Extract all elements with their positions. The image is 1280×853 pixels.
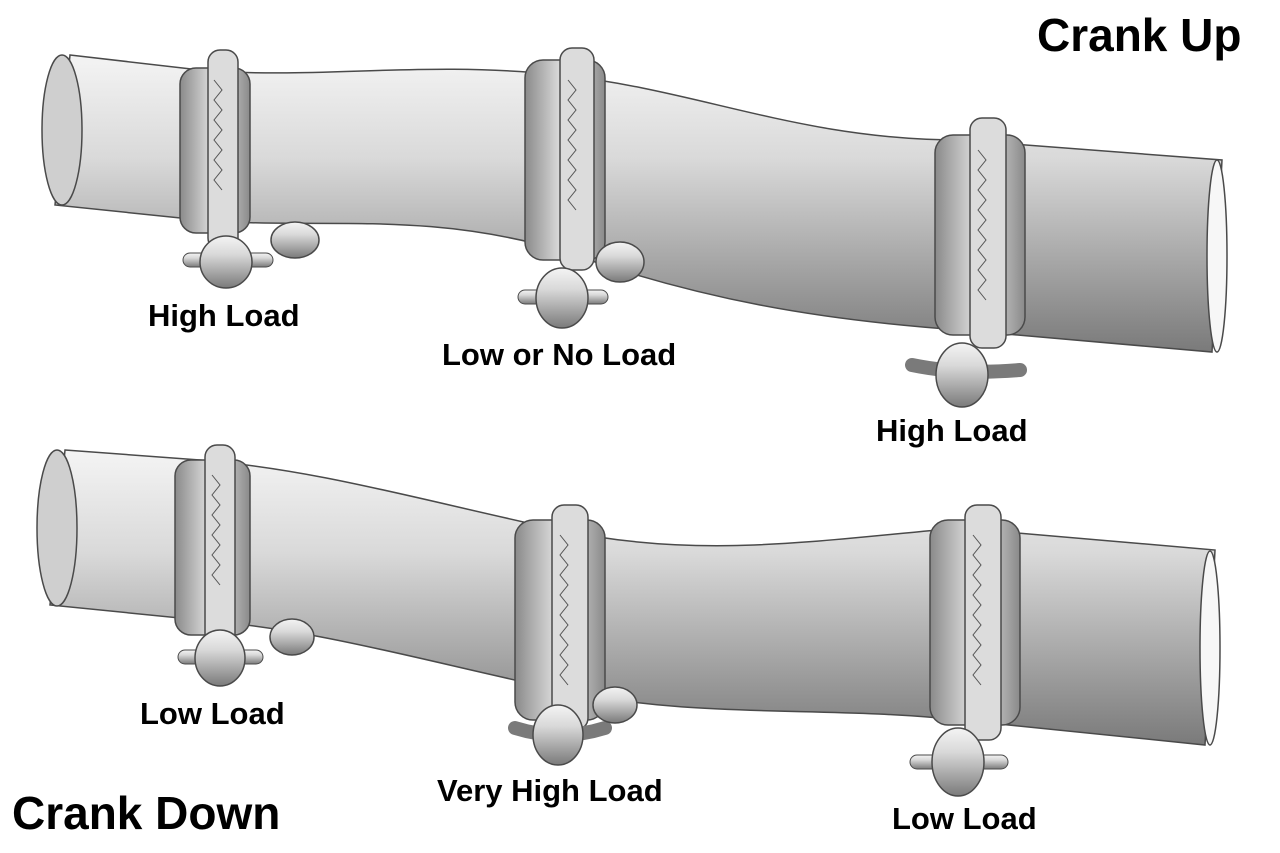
- roller-support: [517, 241, 645, 329]
- shaft-end-left: [41, 54, 83, 206]
- top-label-left: High Load: [148, 298, 300, 333]
- top-label-right: High Load: [876, 413, 1028, 448]
- bottom-label-right: Low Load: [892, 801, 1037, 836]
- journal-collar: [174, 444, 251, 646]
- journal-collar: [929, 504, 1021, 741]
- bottom-title: Crank Down: [12, 787, 281, 839]
- bottom-label-middle: Very High Load: [437, 773, 663, 808]
- roller-support: [182, 221, 320, 289]
- journal-collar: [934, 117, 1026, 349]
- top-title: Crank Up: [1037, 9, 1242, 61]
- roller-support: [909, 727, 1009, 797]
- roller-support: [905, 342, 1027, 408]
- bottom-label-left: Low Load: [140, 696, 285, 731]
- crankshaft-bottom: [36, 444, 1221, 797]
- top-label-middle: Low or No Load: [442, 337, 677, 372]
- shaft-end-right: [1206, 159, 1228, 353]
- shaft-body: [54, 54, 1223, 353]
- journal-collar: [514, 504, 606, 731]
- journal-collar: [524, 47, 606, 271]
- roller-support: [177, 618, 315, 687]
- journal-collar: [179, 49, 251, 251]
- shaft-end-right: [1199, 550, 1221, 746]
- shaft-end-left: [36, 449, 78, 607]
- crankshaft-top: [41, 47, 1228, 408]
- roller-support: [508, 686, 638, 766]
- shaft-body: [49, 449, 1216, 746]
